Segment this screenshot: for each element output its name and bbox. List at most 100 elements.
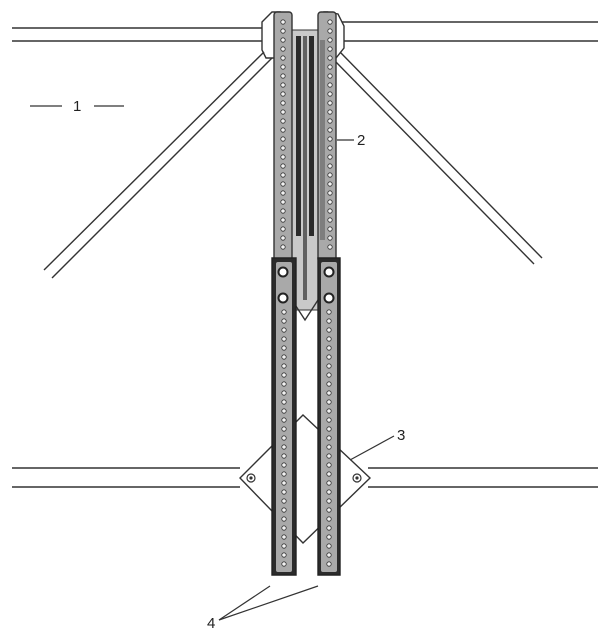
rail-hole [281, 363, 287, 369]
rail-hole [280, 100, 286, 106]
rail-hole [280, 118, 286, 124]
rail-hole [280, 109, 286, 115]
rail-hole [326, 390, 332, 396]
rail-hole [327, 154, 333, 160]
rail-hole [281, 444, 287, 450]
rail-hole [327, 100, 333, 106]
diagonal-brace-right [333, 51, 543, 265]
rail-hole [326, 336, 332, 342]
rail-hole [326, 489, 332, 495]
rail-hole [326, 480, 332, 486]
rail-hole [326, 507, 332, 513]
rail-hole [281, 408, 287, 414]
rail-hole [327, 91, 333, 97]
rail-hole [326, 552, 332, 558]
rail-hole [326, 516, 332, 522]
right-lower-rail [317, 257, 341, 576]
rail-hole [327, 172, 333, 178]
rail-hole [280, 19, 286, 25]
rail-hole [280, 145, 286, 151]
right-upper-rail [317, 11, 337, 263]
rail-hole [327, 73, 333, 79]
rail-hole [327, 244, 333, 250]
rail-hole [326, 561, 332, 567]
rail-hole [280, 82, 286, 88]
rail-hole [281, 399, 287, 405]
rail-hole [280, 235, 286, 241]
rail-hole [280, 244, 286, 250]
rail-hole [327, 199, 333, 205]
mounting-plate [239, 414, 372, 544]
rail-hole [280, 127, 286, 133]
rail-hole [327, 208, 333, 214]
rail-hole [327, 226, 333, 232]
rail-hole [327, 145, 333, 151]
left-lower-rail [271, 257, 297, 576]
rail-hole [326, 354, 332, 360]
rail-hole [280, 181, 286, 187]
rail-hole [281, 372, 287, 378]
rail-hole [280, 28, 286, 34]
rail-hole [281, 489, 287, 495]
rail-hole [280, 154, 286, 160]
rail-hole [280, 136, 286, 142]
rail-hole [281, 507, 287, 513]
callout-4-label: 4 [207, 615, 215, 632]
rail-hole [326, 318, 332, 324]
callout-4: 4 [207, 585, 319, 632]
rail-hole [281, 381, 287, 387]
rail-hole [326, 426, 332, 432]
rail-hole [327, 82, 333, 88]
rail-hole [281, 498, 287, 504]
callout-2-label: 2 [357, 132, 365, 149]
rail-hole [326, 309, 332, 315]
rail-hole [327, 181, 333, 187]
rail-hole [281, 417, 287, 423]
rail-hole [281, 516, 287, 522]
rail-hole [326, 534, 332, 540]
rail-hole [326, 498, 332, 504]
rail-hole [280, 91, 286, 97]
rail-hole [326, 408, 332, 414]
rail-hole [280, 163, 286, 169]
rail-hole [327, 28, 333, 34]
rail-hole [280, 37, 286, 43]
rail-hole [327, 37, 333, 43]
rail-hole [327, 127, 333, 133]
diagonal-brace-left [43, 51, 273, 279]
rail-hole [280, 190, 286, 196]
bolt-left-bottom [277, 292, 289, 304]
rail-hole [281, 525, 287, 531]
rail-hole [327, 163, 333, 169]
rail-hole [281, 534, 287, 540]
rail-hole [280, 73, 286, 79]
rail-hole [281, 336, 287, 342]
rail-hole [326, 372, 332, 378]
rail-hole [326, 462, 332, 468]
rail-hole [280, 199, 286, 205]
rail-hole [327, 109, 333, 115]
rail-hole [280, 217, 286, 223]
rail-hole [280, 172, 286, 178]
rail-hole [281, 309, 287, 315]
rail-hole [327, 136, 333, 142]
rail-hole [281, 480, 287, 486]
callout-1-label: 1 [73, 98, 81, 115]
rail-hole [281, 327, 287, 333]
rail-hole [327, 64, 333, 70]
rail-hole [327, 235, 333, 241]
rail-hole [327, 55, 333, 61]
bottom-frame-right [368, 467, 598, 488]
bolt-right-bottom [323, 292, 335, 304]
rail-hole [280, 208, 286, 214]
rail-hole [281, 561, 287, 567]
rail-hole [326, 525, 332, 531]
bolt-left-top [277, 266, 289, 278]
rail-hole [326, 543, 332, 549]
rail-hole [281, 435, 287, 441]
top-frame-left [12, 27, 268, 42]
rail-hole [281, 426, 287, 432]
rail-hole [281, 390, 287, 396]
callout-3: 3 [349, 427, 405, 461]
